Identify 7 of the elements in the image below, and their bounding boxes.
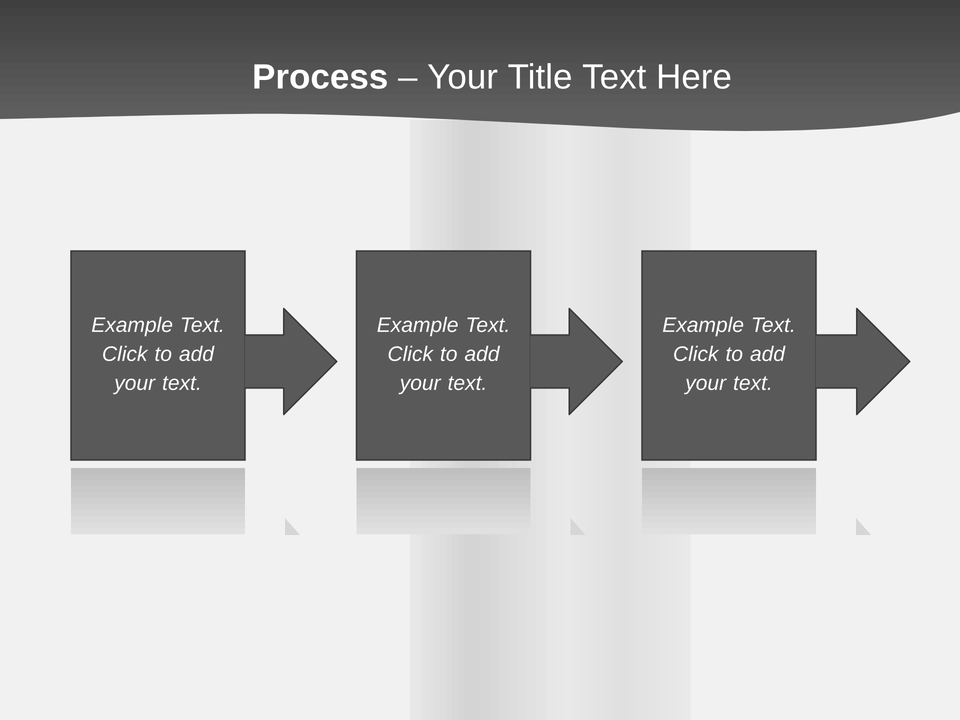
block-arrow [530, 308, 623, 416]
process-box: Example Text. Click to add your text. [70, 250, 246, 461]
block-arrow [244, 308, 338, 416]
process-box: Example Text. Click to add your text. [641, 250, 817, 461]
block-arrow [815, 308, 911, 416]
slide-title: Process – Your Title Text Here [254, 63, 730, 89]
process-box: Example Text. Click to add your text. [356, 250, 532, 461]
